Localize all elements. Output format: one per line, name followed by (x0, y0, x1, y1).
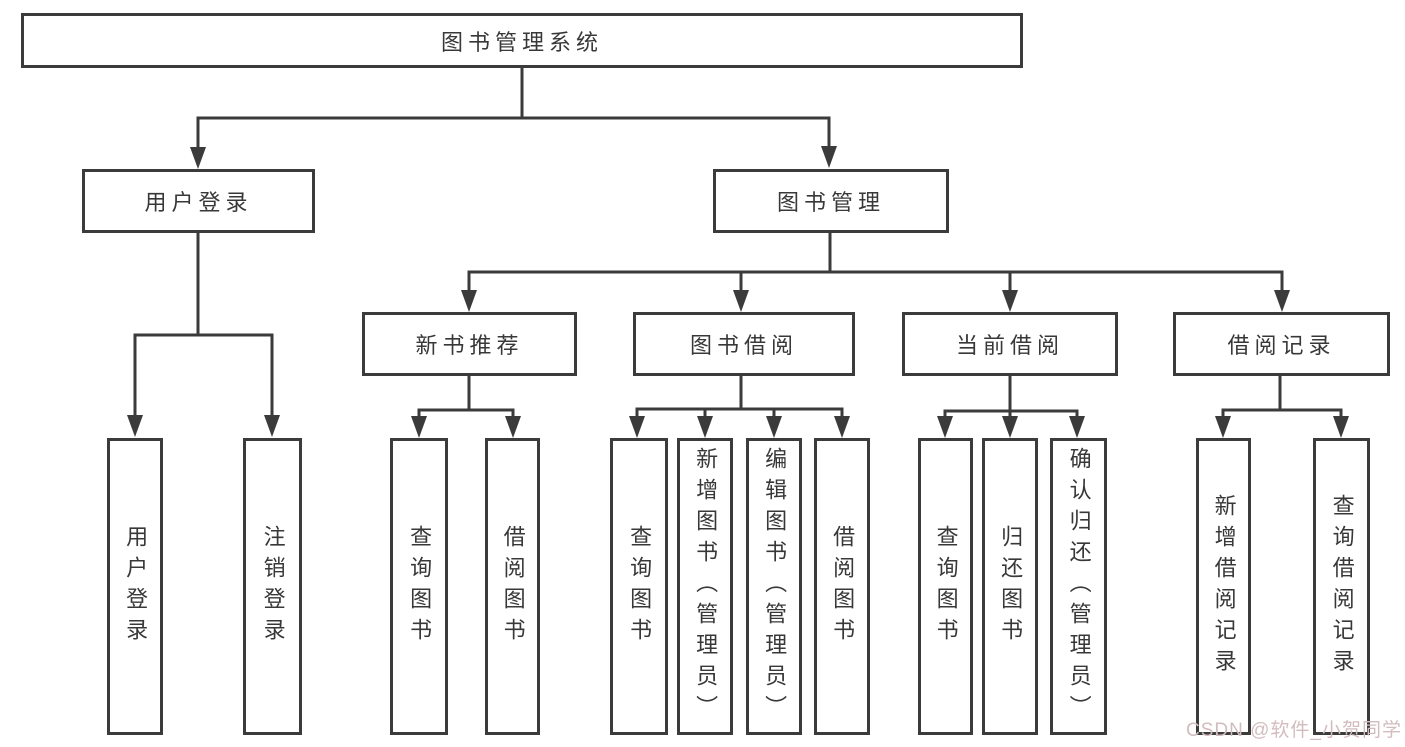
leaf-cb-query-books-label: 查询图书 (933, 524, 959, 649)
leaf-bb-edit-books-admin-label: 编辑图书（管理员） (762, 447, 788, 726)
leaf-cb-confirm-return-admin-label: 确认归还（管理员） (1066, 447, 1092, 726)
node-book-management: 图书管理 (713, 169, 949, 233)
leaf-br-add-record-label: 新增借阅记录 (1211, 493, 1237, 680)
node-current-borrow: 当前借阅 (902, 312, 1118, 376)
node-book-borrow: 图书借阅 (633, 312, 855, 376)
watermark: CSDN @软件_小贺同学 (1186, 720, 1402, 741)
leaf-br-query-record: 查询借阅记录 (1313, 438, 1370, 735)
node-borrow-record: 借阅记录 (1173, 312, 1390, 376)
leaf-bb-add-books-admin-label: 新增图书（管理员） (693, 447, 719, 726)
leaf-rec-borrow-books: 借阅图书 (485, 438, 540, 735)
leaf-cb-return-books-label: 归还图书 (998, 524, 1024, 649)
leaf-user-login: 用户登录 (107, 438, 163, 735)
leaf-br-query-record-label: 查询借阅记录 (1329, 493, 1355, 680)
leaf-rec-query-books-label: 查询图书 (407, 524, 433, 649)
leaf-bb-query-books: 查询图书 (610, 438, 668, 735)
leaf-user-login-label: 用户登录 (123, 524, 149, 649)
node-user-login: 用户登录 (82, 169, 315, 233)
leaf-logout: 注销登录 (243, 438, 302, 735)
leaf-rec-borrow-books-label: 借阅图书 (500, 524, 526, 649)
leaf-bb-borrow-books-label: 借阅图书 (830, 524, 856, 649)
leaf-bb-query-books-label: 查询图书 (627, 524, 653, 649)
leaf-cb-return-books: 归还图书 (982, 438, 1038, 735)
node-root: 图书管理系统 (21, 13, 1023, 68)
leaf-bb-edit-books-admin: 编辑图书（管理员） (746, 438, 802, 735)
leaf-cb-confirm-return-admin: 确认归还（管理员） (1050, 438, 1107, 735)
leaf-bb-borrow-books: 借阅图书 (814, 438, 870, 735)
node-new-book-recommend: 新书推荐 (362, 312, 577, 376)
leaf-bb-add-books-admin: 新增图书（管理员） (677, 438, 733, 735)
leaf-rec-query-books: 查询图书 (390, 438, 448, 735)
leaf-logout-label: 注销登录 (260, 524, 286, 649)
leaf-br-add-record: 新增借阅记录 (1196, 438, 1251, 735)
leaf-cb-query-books: 查询图书 (918, 438, 973, 735)
